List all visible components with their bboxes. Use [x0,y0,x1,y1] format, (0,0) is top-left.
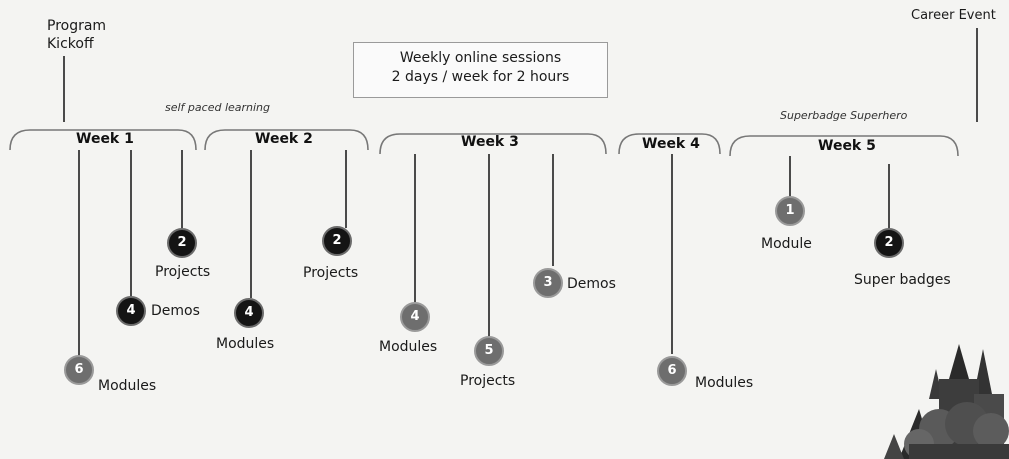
brace-week-5 [729,135,959,157]
badge-w5-superbadges: 2 [874,228,904,258]
label-w4-modules: Modules [695,375,754,391]
badge-w2-modules: 4 [234,298,264,328]
castle-illustration [884,344,1009,459]
stem-w5-module [789,156,791,196]
badge-w3-projects: 5 [474,336,504,366]
brace-week-1 [9,129,197,151]
stem-w1-projects [181,150,183,228]
badge-w1-modules: 6 [64,355,94,385]
stem-w1-demos [130,150,132,296]
stem-w3-modules [414,154,416,302]
badge-w3-modules: 4 [400,302,430,332]
stem-w1-modules [78,150,80,356]
kickoff-label-line1: Program [47,18,107,34]
sessions-line2: 2 days / week for 2 hours [391,69,570,85]
label-w2-projects: Projects [303,265,359,281]
label-w1-modules: Modules [98,378,157,394]
week-5-label: Week 5 [818,138,876,154]
week-3-label: Week 3 [461,134,519,150]
label-w1-projects: Projects [155,264,211,280]
label-w3-modules: Modules [379,339,438,355]
stem-w3-projects [488,154,490,336]
badge-w3-demos: 3 [533,268,563,298]
badge-w1-demos: 4 [116,296,146,326]
label-w2-modules: Modules [216,336,275,352]
week-1-label: Week 1 [76,131,134,147]
badge-w2-projects: 2 [322,226,352,256]
week-braces [9,129,959,157]
self-paced-annotation: self paced learning [165,101,271,114]
superbadge-annotation: Superbadge Superhero [780,109,908,122]
stem-w4-modules [671,154,673,354]
sessions-line1: Weekly online sessions [399,50,562,66]
kickoff-label-line2: Kickoff [47,36,94,52]
stem-w2-projects [345,150,347,228]
stem-w2-modules [250,150,252,298]
brace-week-4 [618,133,721,155]
weekly-sessions-box: Weekly online sessions 2 days / week for… [353,42,608,98]
stem-w5-superbadges [888,164,890,228]
badge-w5-module: 1 [775,196,805,226]
label-w3-demos: Demos [567,276,616,292]
badge-w4-modules: 6 [657,356,687,386]
brace-week-2 [204,129,369,151]
week-2-label: Week 2 [255,131,313,147]
week-4-label: Week 4 [642,136,700,152]
brace-week-3 [379,133,607,155]
kickoff-marker-line [63,56,65,122]
label-w3-projects: Projects [460,373,516,389]
career-event-label: Career Event [911,8,996,23]
career-event-marker-line [976,28,978,122]
label-w5-module: Module [761,236,812,252]
badge-w1-projects: 2 [167,228,197,258]
label-w5-superbadges: Super badges [854,272,951,288]
label-w1-demos: Demos [151,303,200,319]
stem-w3-demos [552,154,554,266]
